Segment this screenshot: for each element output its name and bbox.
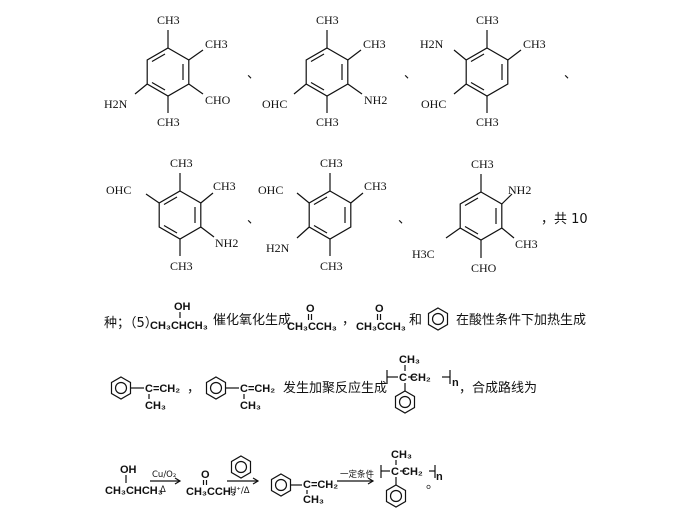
m3-top: CH3 bbox=[476, 13, 499, 27]
m6-left: H3C bbox=[412, 247, 435, 261]
svg-text:O: O bbox=[375, 303, 384, 315]
svg-text:CH₃: CH₃ bbox=[303, 494, 324, 506]
m5-top-left: OHC bbox=[258, 183, 283, 197]
m4-left: OHC bbox=[106, 183, 131, 197]
m4-right: NH2 bbox=[215, 236, 238, 250]
para6-text-1: 发生加聚反应生成 bbox=[283, 380, 387, 396]
svg-text:CH₃: CH₃ bbox=[240, 400, 261, 412]
separator-4: 、 bbox=[247, 212, 260, 227]
alpha-methylstyrene-2: C=CH₂ CH₃ bbox=[205, 376, 275, 412]
count-text: ，共 10 bbox=[541, 212, 588, 227]
m2-left: OHC bbox=[262, 97, 287, 111]
svg-text:CH₃CCH₃: CH₃CCH₃ bbox=[186, 486, 236, 498]
svg-text:n: n bbox=[452, 377, 459, 389]
m5-bottom: CH3 bbox=[320, 259, 343, 273]
svg-text:OH: OH bbox=[120, 464, 137, 476]
molecule-6: CH3 NH2 H3C CH3 CHO bbox=[412, 157, 538, 275]
benzene-icon bbox=[427, 307, 449, 331]
isopropanol-formula: OH CH₃CHCH₃ bbox=[150, 301, 208, 332]
m1-top-right: CH3 bbox=[205, 37, 228, 51]
svg-text:C=CH₂: C=CH₂ bbox=[303, 479, 338, 491]
m2-top: CH3 bbox=[316, 13, 339, 27]
separator-2: 、 bbox=[404, 67, 417, 82]
para5-text-2: 在酸性条件下加热生成 bbox=[456, 312, 586, 328]
m6-bottom: CHO bbox=[471, 261, 497, 275]
m3-left: OHC bbox=[421, 97, 446, 111]
separator-1: 、 bbox=[247, 67, 260, 82]
para5-text-1: 催化氧化生成 bbox=[213, 313, 291, 328]
molecule-3: H2N CH3 CH3 OHC CH3 bbox=[420, 13, 546, 129]
svg-text:CH₃: CH₃ bbox=[391, 449, 412, 461]
svg-text:CH₃CCH₃: CH₃CCH₃ bbox=[356, 321, 406, 333]
svg-text:一定条件: 一定条件 bbox=[340, 469, 375, 480]
m2-bottom: CH3 bbox=[316, 115, 339, 129]
route-alkene: C=CH₂ CH₃ bbox=[270, 473, 338, 506]
route-arrow-2: H⁺/Δ bbox=[227, 455, 260, 496]
svg-text:CH₃CCH₃: CH₃CCH₃ bbox=[287, 321, 337, 333]
svg-text:Cu/O₂: Cu/O₂ bbox=[152, 470, 176, 480]
para5-and: 和 bbox=[409, 313, 422, 328]
separator-5: 、 bbox=[398, 212, 411, 227]
m6-top-right: NH2 bbox=[508, 183, 531, 197]
m5-right: CH3 bbox=[364, 179, 387, 193]
route-end: 。 bbox=[426, 477, 439, 492]
para6-text-2: ，合成路线为 bbox=[459, 380, 537, 396]
m4-top: CH3 bbox=[170, 156, 193, 170]
m3-bottom: CH3 bbox=[476, 115, 499, 129]
svg-text:C=CH₂: C=CH₂ bbox=[240, 383, 275, 395]
molecule-4: CH3 CH3 OHC NH2 CH3 bbox=[106, 156, 238, 273]
svg-text:C=CH₂: C=CH₂ bbox=[145, 383, 180, 395]
svg-text:C CH₂: C CH₂ bbox=[399, 372, 431, 384]
m3-right: CH3 bbox=[523, 37, 546, 51]
svg-text:CH₃: CH₃ bbox=[145, 400, 166, 412]
para5-comma: ， bbox=[342, 313, 355, 328]
svg-text:Δ: Δ bbox=[160, 485, 166, 495]
svg-text:H⁺/Δ: H⁺/Δ bbox=[230, 486, 250, 496]
molecule-2: CH3 CH3 OHC NH2 CH3 bbox=[262, 13, 387, 129]
m1-bottom: CH3 bbox=[157, 115, 180, 129]
route-arrow-3: 一定条件 bbox=[337, 469, 375, 485]
svg-text:O: O bbox=[201, 469, 210, 481]
m5-top: CH3 bbox=[320, 156, 343, 170]
svg-text:O: O bbox=[306, 303, 315, 315]
svg-text:n: n bbox=[436, 471, 443, 483]
m2-top-right: CH3 bbox=[363, 37, 386, 51]
m4-top-right: CH3 bbox=[213, 179, 236, 193]
route-polymer: CH₃ C CH₂ n bbox=[380, 449, 443, 508]
m1-left: H2N bbox=[104, 97, 128, 111]
svg-text:C CH₂: C CH₂ bbox=[391, 466, 423, 478]
m4-bottom: CH3 bbox=[170, 259, 193, 273]
route-arrow-1: Cu/O₂ Δ bbox=[150, 470, 182, 495]
svg-text:CH₃: CH₃ bbox=[399, 354, 420, 366]
m1-right: CHO bbox=[205, 93, 231, 107]
polymer-formula-1: CH₃ C CH₂ n bbox=[386, 354, 459, 414]
route-start: OH CH₃CHCH₃ bbox=[105, 464, 163, 497]
m6-right: CH3 bbox=[515, 237, 538, 251]
m1-top: CH3 bbox=[157, 13, 180, 27]
para5-lead: 种；（5） bbox=[104, 316, 158, 331]
m3-top-left: H2N bbox=[420, 37, 444, 51]
svg-text:OH: OH bbox=[174, 301, 191, 313]
acetone-formula-2: O CH₃CCH₃ bbox=[356, 303, 406, 333]
molecule-5: OHC CH3 CH3 H2N CH3 bbox=[258, 156, 387, 273]
alpha-methylstyrene-1: C=CH₂ CH₃ bbox=[110, 376, 180, 412]
acetone-formula-1: O CH₃CCH₃ bbox=[287, 303, 337, 333]
separator-3: 、 bbox=[564, 67, 577, 82]
route-acetone: O CH₃CCH₃ bbox=[186, 469, 236, 498]
m5-left: H2N bbox=[266, 241, 290, 255]
m6-top: CH3 bbox=[471, 157, 494, 171]
molecule-1: CH3 CH3 H2N CHO CH3 bbox=[104, 13, 231, 129]
svg-text:CH₃CHCH₃: CH₃CHCH₃ bbox=[105, 485, 163, 497]
svg-text:CH₃CHCH₃: CH₃CHCH₃ bbox=[150, 320, 208, 332]
m2-right: NH2 bbox=[364, 93, 387, 107]
para6-comma: ， bbox=[187, 381, 200, 396]
